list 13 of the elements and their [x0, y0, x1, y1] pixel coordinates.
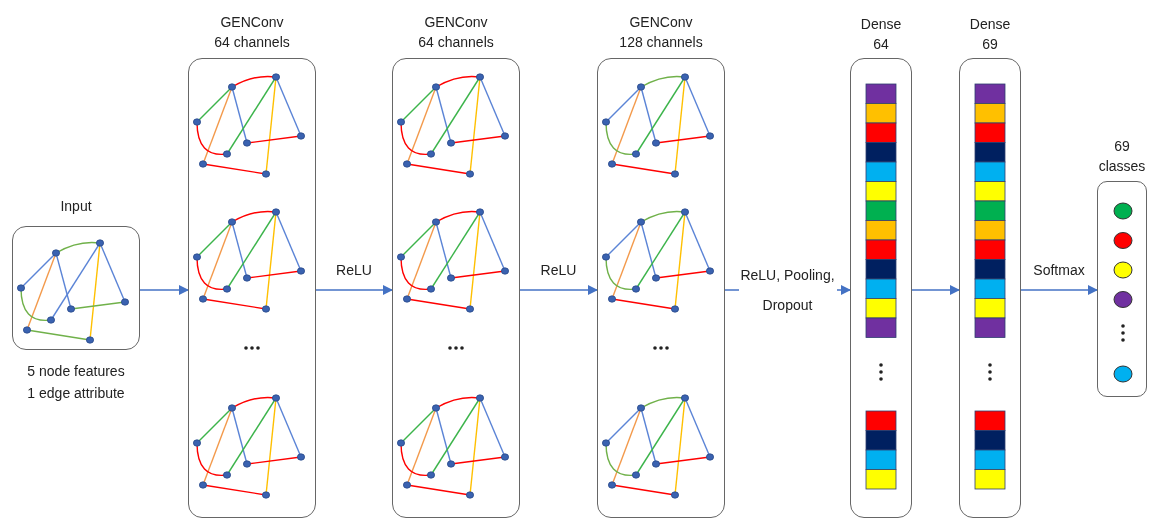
layer-title: GENConv 128 channels — [618, 13, 704, 52]
layer-title: Dense 69 — [968, 15, 1012, 54]
layer-title: GENConv 64 channels — [417, 13, 495, 52]
arrow — [315, 285, 393, 295]
arrow — [519, 285, 598, 295]
layer-title: Dense 64 — [859, 15, 903, 54]
layer-title: Input — [59, 197, 93, 216]
layer-title: GENConv 64 channels — [213, 13, 291, 52]
layer-title: 69 classes — [1097, 137, 1147, 176]
arrow — [911, 285, 960, 295]
input-caption: 5 node features 1 edge attribute — [26, 362, 126, 403]
arrow — [139, 285, 189, 295]
arrow — [1020, 285, 1098, 295]
